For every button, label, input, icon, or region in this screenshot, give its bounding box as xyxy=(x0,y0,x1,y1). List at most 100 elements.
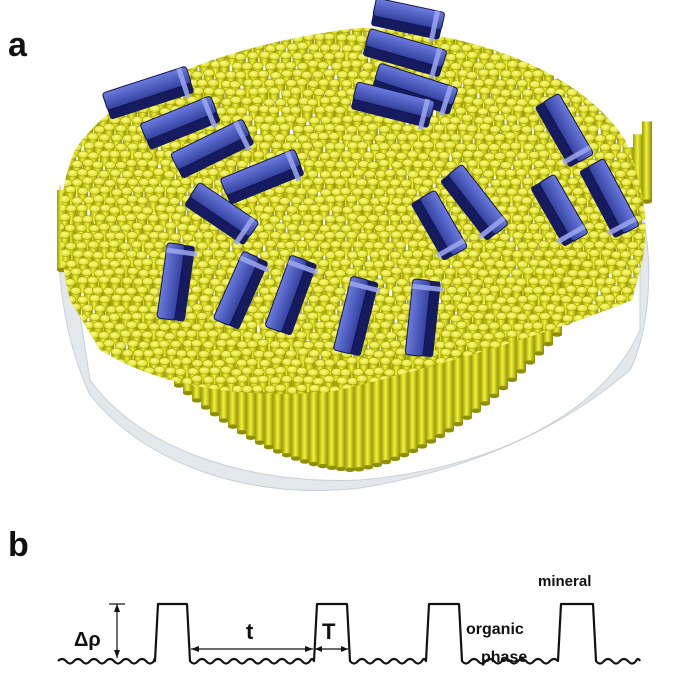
rod xyxy=(60,213,71,227)
rod xyxy=(374,134,386,149)
rod xyxy=(60,78,68,93)
rod xyxy=(633,53,646,72)
rod xyxy=(60,105,62,122)
rod xyxy=(50,17,61,30)
rod xyxy=(324,195,337,211)
rod xyxy=(499,35,512,49)
rod xyxy=(251,78,263,94)
rod xyxy=(471,167,483,186)
rod xyxy=(502,394,513,410)
rod xyxy=(92,251,104,268)
rod xyxy=(289,86,302,106)
rod xyxy=(334,231,346,246)
rod xyxy=(241,114,253,134)
rod xyxy=(616,28,628,41)
rod xyxy=(621,53,633,70)
rod xyxy=(489,300,499,399)
t-dimension xyxy=(191,646,313,652)
rod xyxy=(60,376,62,391)
rod xyxy=(504,260,517,274)
panel-a-label: a xyxy=(8,26,28,64)
rod xyxy=(632,87,644,106)
rod xyxy=(158,339,170,357)
organic-label-line1: organic xyxy=(466,621,524,638)
rod xyxy=(340,240,352,258)
rod xyxy=(127,178,139,193)
rod xyxy=(641,231,646,248)
rod xyxy=(120,187,133,206)
rod xyxy=(516,79,528,95)
rod xyxy=(259,212,271,231)
rod xyxy=(328,79,341,96)
rod xyxy=(648,367,659,380)
rod xyxy=(610,302,623,317)
rod xyxy=(143,366,155,384)
rod xyxy=(539,312,551,330)
rod xyxy=(592,79,605,99)
rod xyxy=(93,35,105,49)
rod xyxy=(60,141,73,160)
rod xyxy=(573,314,585,333)
rod xyxy=(202,340,214,356)
rod xyxy=(252,241,264,255)
rod xyxy=(98,44,110,63)
rod xyxy=(551,313,563,331)
rod xyxy=(482,169,495,184)
rod xyxy=(99,367,111,382)
rod xyxy=(292,125,305,139)
rod xyxy=(378,248,390,264)
rod xyxy=(521,214,534,232)
rod xyxy=(193,28,205,31)
rod xyxy=(461,133,474,150)
rod xyxy=(478,52,491,67)
rod xyxy=(521,177,534,195)
rod xyxy=(445,160,457,176)
rod xyxy=(308,43,320,58)
rod xyxy=(471,332,483,347)
rod xyxy=(60,161,62,177)
rod xyxy=(520,125,533,140)
rod xyxy=(515,41,528,56)
rod xyxy=(570,95,583,114)
rod xyxy=(350,152,363,169)
rod xyxy=(141,61,153,76)
rod xyxy=(109,168,121,187)
rod xyxy=(401,124,414,141)
rod xyxy=(451,151,463,168)
rod xyxy=(619,250,632,266)
rod xyxy=(115,28,127,31)
rod xyxy=(257,231,269,246)
rod xyxy=(554,376,567,394)
rod xyxy=(516,204,529,219)
rod xyxy=(614,60,627,74)
rod xyxy=(273,258,286,272)
rod xyxy=(110,42,122,58)
rod xyxy=(394,240,407,258)
rod xyxy=(418,185,430,200)
rod xyxy=(237,28,248,30)
rod xyxy=(328,276,341,292)
rod xyxy=(77,115,90,132)
rod xyxy=(66,114,78,130)
rod xyxy=(218,28,231,41)
rod xyxy=(126,359,138,377)
rod xyxy=(308,349,320,364)
rod xyxy=(271,28,282,32)
rod xyxy=(401,230,413,244)
rod xyxy=(495,96,507,112)
rod xyxy=(105,70,117,86)
rod xyxy=(66,77,79,91)
rod xyxy=(141,258,153,274)
rod xyxy=(599,392,612,394)
rod xyxy=(531,33,544,48)
rod xyxy=(210,348,222,363)
rod xyxy=(649,61,660,79)
rod xyxy=(449,133,462,150)
rod xyxy=(306,170,319,187)
rod xyxy=(351,204,364,219)
rod xyxy=(70,107,82,126)
rod xyxy=(616,79,628,99)
rod xyxy=(214,33,226,52)
rod xyxy=(644,71,646,85)
organic-label-line2: phase xyxy=(481,649,527,666)
